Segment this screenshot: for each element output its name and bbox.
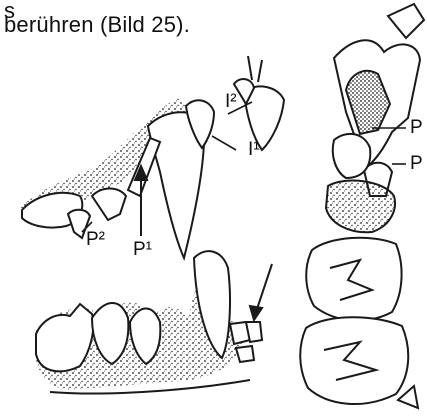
lower-jaw-drawing — [36, 251, 262, 393]
label-i2: I² — [225, 92, 237, 112]
label-p2: P² — [86, 230, 105, 250]
occlusal-view-drawing — [300, 4, 424, 408]
upper-jaw-drawing — [20, 56, 284, 258]
incisor-arrow — [250, 264, 272, 320]
label-i1: I¹ — [248, 140, 260, 160]
label-right-p-lower: P — [410, 154, 423, 174]
p1-arrow — [135, 166, 147, 236]
label-right-p-upper: P — [410, 118, 423, 138]
label-p1: P¹ — [133, 240, 152, 260]
